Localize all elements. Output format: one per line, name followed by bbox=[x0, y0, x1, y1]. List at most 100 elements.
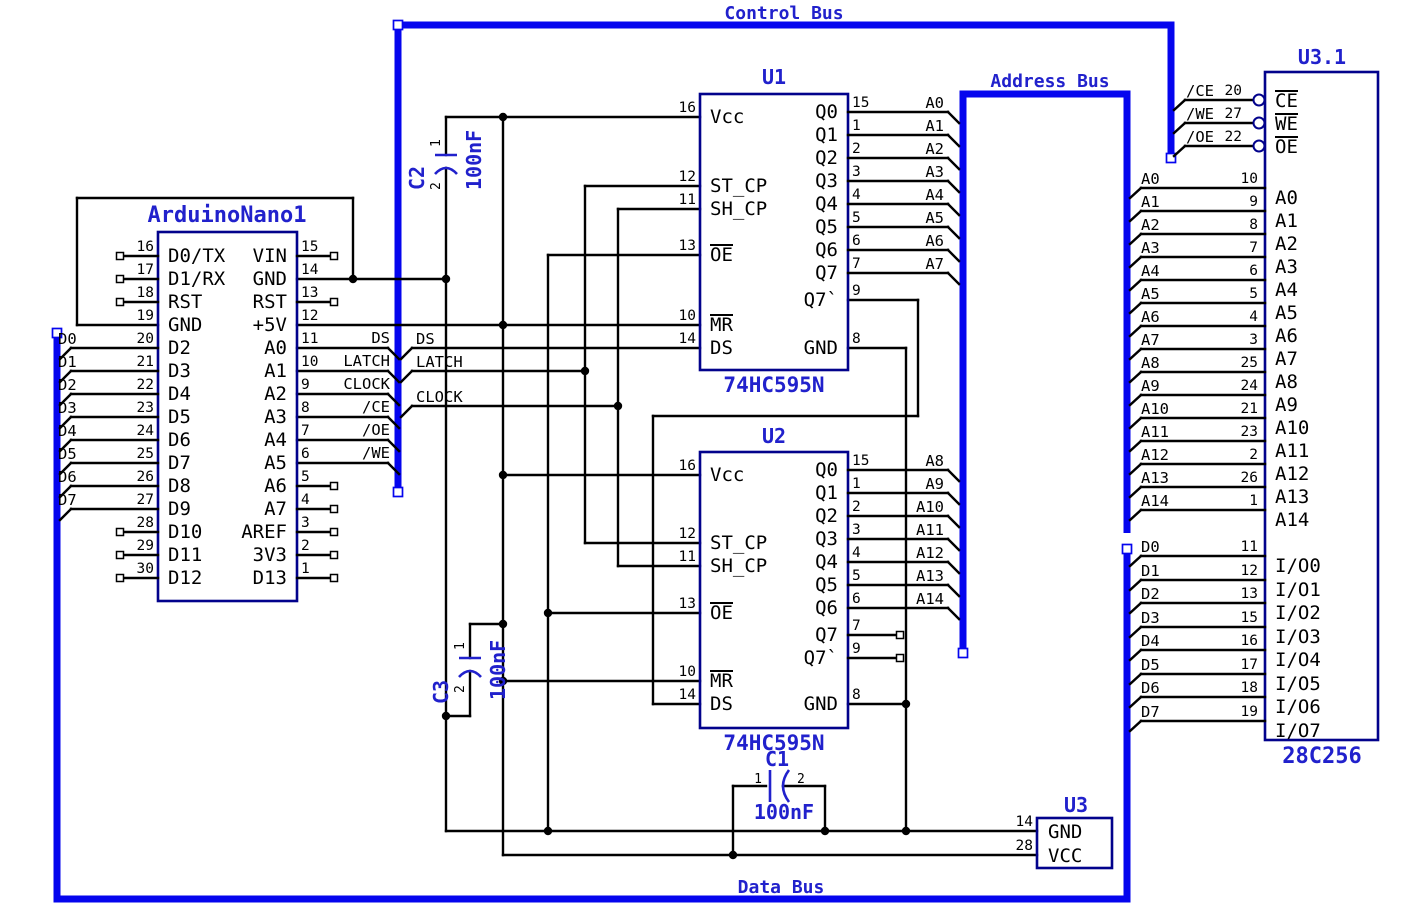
pin-number: 3 bbox=[852, 164, 861, 180]
pin-name: GND bbox=[1048, 821, 1082, 843]
u2-body[interactable] bbox=[698, 450, 850, 730]
wire bbox=[946, 271, 961, 286]
pin-name: SH_CP bbox=[710, 555, 767, 577]
pin-number: 27 bbox=[137, 492, 154, 508]
u3-ref[interactable]: U3 bbox=[1064, 793, 1088, 817]
net-label: A14 bbox=[1141, 492, 1169, 510]
pin-name: Q3 bbox=[815, 528, 838, 550]
pin-number: 16 bbox=[679, 458, 696, 474]
wire bbox=[1128, 508, 1143, 522]
net-label: A8 bbox=[925, 452, 944, 470]
net-label: D3 bbox=[1141, 609, 1160, 627]
pin-number: 7 bbox=[301, 423, 310, 439]
wire bbox=[58, 415, 73, 430]
eeprom-ref[interactable]: U3.1 bbox=[1298, 45, 1346, 69]
junction-dot bbox=[613, 401, 623, 411]
pin-number: 15 bbox=[852, 95, 869, 111]
wire bbox=[386, 369, 401, 384]
pin-name: D2 bbox=[168, 337, 191, 359]
pin-number: 2 bbox=[852, 141, 861, 157]
net-label: D5 bbox=[58, 445, 77, 463]
pin-name: GND bbox=[804, 693, 838, 715]
pin-name: I/O1 bbox=[1275, 579, 1321, 601]
pin-number: 16 bbox=[679, 100, 696, 116]
u3-power-body[interactable] bbox=[1035, 816, 1114, 870]
pin-number: 2 bbox=[301, 538, 310, 554]
pin-name: Q2 bbox=[815, 505, 838, 527]
unconnected-pin-marker bbox=[115, 573, 125, 583]
unconnected-pin-marker bbox=[329, 504, 339, 514]
wire bbox=[399, 369, 414, 384]
capacitor-plate bbox=[458, 669, 482, 678]
pin-name: Q6 bbox=[815, 597, 838, 619]
wire bbox=[1128, 232, 1143, 246]
net-label: D4 bbox=[58, 422, 77, 440]
junction-dot bbox=[498, 470, 508, 480]
pin-number: 5 bbox=[852, 210, 861, 226]
address-bus[interactable] bbox=[959, 90, 1131, 653]
pin-number: 29 bbox=[137, 538, 154, 554]
arduino-ref[interactable]: ArduinoNano1 bbox=[148, 203, 307, 228]
unconnected-pin-marker bbox=[115, 274, 125, 284]
net-label: D1 bbox=[1141, 562, 1160, 580]
pin-number: 11 bbox=[301, 331, 318, 347]
pin-number: 6 bbox=[1249, 263, 1258, 279]
unconnected-pin-marker bbox=[895, 653, 905, 663]
pin-number: 11 bbox=[679, 192, 696, 208]
eeprom-body[interactable] bbox=[1263, 70, 1380, 742]
pin-number: 9 bbox=[852, 283, 861, 299]
net-label: A4 bbox=[1141, 262, 1160, 280]
u1-ref[interactable]: U1 bbox=[762, 65, 786, 89]
pin-name: A12 bbox=[1275, 463, 1309, 485]
junction-dot bbox=[728, 850, 738, 860]
u2-ref[interactable]: U2 bbox=[762, 424, 786, 448]
junction-dot bbox=[498, 676, 508, 686]
pin-number: 4 bbox=[301, 492, 310, 508]
net-label: A5 bbox=[1141, 285, 1160, 303]
wire bbox=[946, 491, 961, 506]
net-label: A14 bbox=[916, 590, 944, 608]
net-label: /OE bbox=[1186, 128, 1214, 146]
net-label: D0 bbox=[1141, 538, 1160, 556]
wire bbox=[1128, 255, 1143, 269]
wire bbox=[946, 179, 961, 194]
pin-name: A1 bbox=[1275, 210, 1298, 232]
inverting-bubble bbox=[1252, 93, 1266, 107]
c3-ref[interactable]: C3 bbox=[429, 680, 453, 704]
pin-number: 25 bbox=[137, 446, 154, 462]
pin-name: I/O4 bbox=[1275, 649, 1321, 671]
control-bus[interactable] bbox=[394, 21, 1175, 492]
c2-ref[interactable]: C2 bbox=[405, 166, 429, 190]
pin-name: GND bbox=[804, 337, 838, 359]
data-bus[interactable] bbox=[53, 333, 1131, 903]
pin-number: 15 bbox=[852, 453, 869, 469]
wire bbox=[1128, 370, 1143, 384]
pin-name: A4 bbox=[264, 429, 287, 451]
pin-number: 26 bbox=[1241, 470, 1258, 486]
wire bbox=[386, 415, 401, 430]
net-label: A11 bbox=[916, 521, 944, 539]
pin-number: 23 bbox=[1241, 424, 1258, 440]
net-label: A10 bbox=[1141, 400, 1169, 418]
junction-dot bbox=[498, 112, 508, 122]
pin-name: A0 bbox=[264, 337, 287, 359]
control-bus-label: Control Bus bbox=[724, 3, 843, 24]
pin-name: D9 bbox=[168, 498, 191, 520]
pin-number: 2 bbox=[429, 182, 444, 190]
u1-body[interactable] bbox=[698, 92, 850, 372]
pin-number: 6 bbox=[852, 591, 861, 607]
pin-name: A7 bbox=[264, 498, 287, 520]
c1-ref[interactable]: C1 bbox=[765, 747, 789, 771]
net-label: A7 bbox=[1141, 331, 1160, 349]
pin-name: AREF bbox=[241, 521, 287, 543]
pin-number: 10 bbox=[1241, 171, 1258, 187]
junction-dot bbox=[901, 699, 911, 709]
pin-name: Vcc bbox=[710, 464, 744, 486]
pin-number: 5 bbox=[852, 568, 861, 584]
bus-end-marker bbox=[392, 486, 404, 498]
address-bus-label: Address Bus bbox=[990, 71, 1109, 92]
pin-name: RST bbox=[253, 291, 287, 313]
pin-name: A4 bbox=[1275, 279, 1298, 301]
pin-name: Q0 bbox=[815, 101, 838, 123]
c1-value: 100nF bbox=[754, 800, 814, 824]
